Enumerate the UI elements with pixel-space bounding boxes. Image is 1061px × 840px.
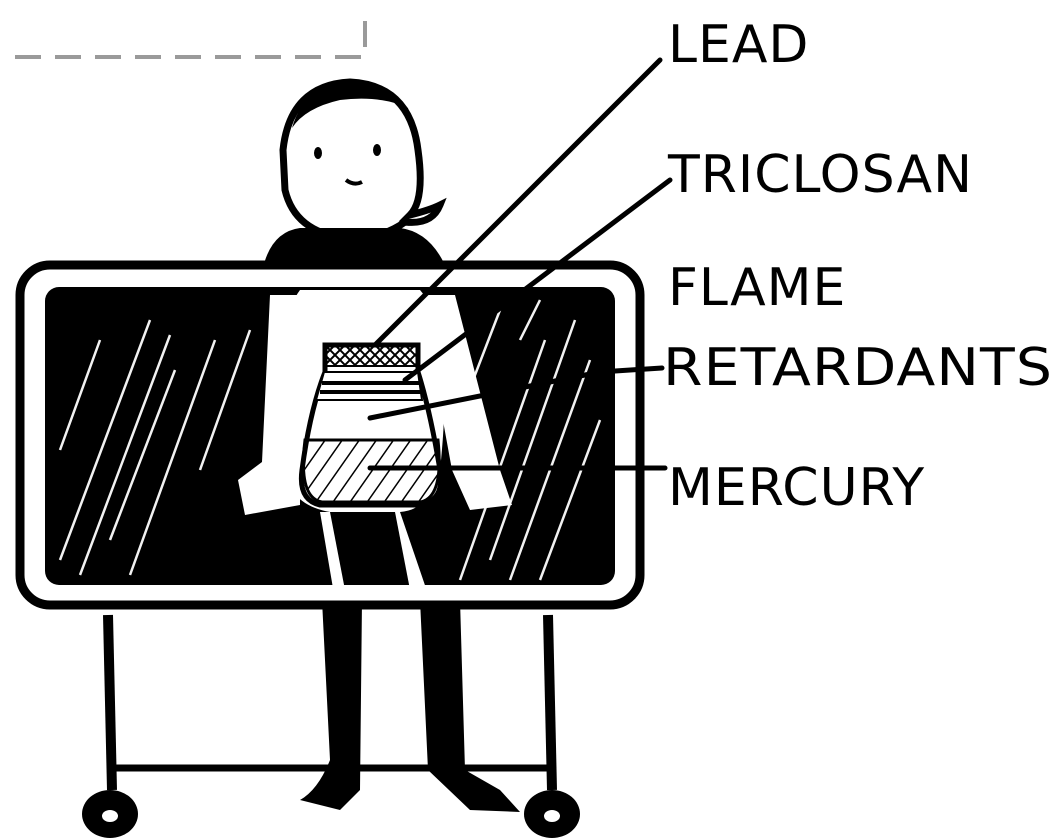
person-legs <box>300 600 520 812</box>
label-retardants: RETARDANTS <box>663 338 1053 398</box>
label-mercury: MERCURY <box>668 458 925 518</box>
person-head <box>283 80 440 238</box>
label-lead: LEAD <box>668 15 809 75</box>
dashed-frame <box>15 10 365 57</box>
label-triclosan: TRICLOSAN <box>667 145 973 205</box>
label-flame: FLAME <box>668 258 846 318</box>
mercury-layer <box>303 440 439 502</box>
lead-layer <box>326 346 417 366</box>
